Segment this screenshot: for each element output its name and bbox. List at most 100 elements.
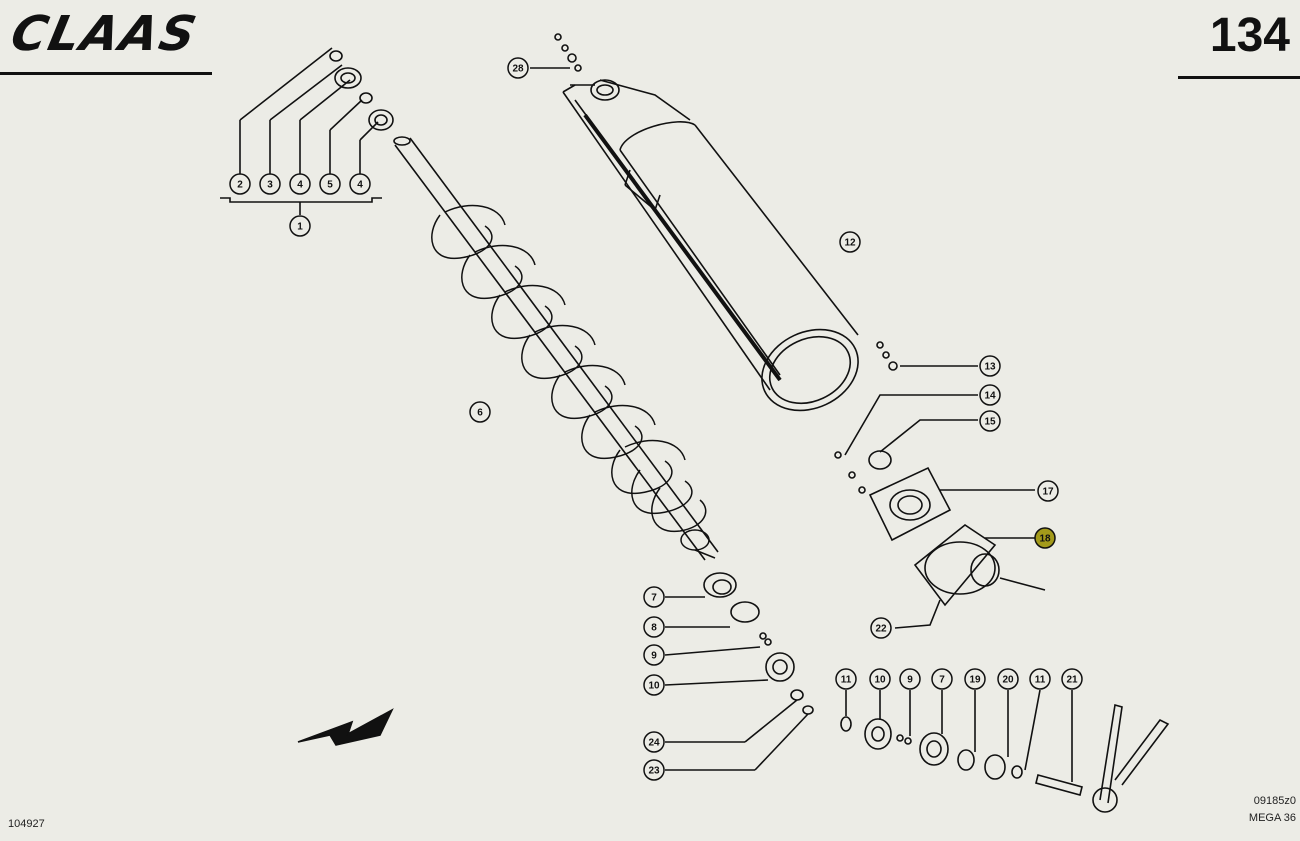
- callout-label: 21: [1066, 675, 1078, 686]
- callout-label: 11: [841, 675, 852, 686]
- callout-circle: [997, 668, 1019, 690]
- callout-circle: [1029, 668, 1051, 690]
- callout-circle: [964, 668, 986, 690]
- callout-label: 10: [648, 681, 660, 692]
- callout-circle: [643, 731, 665, 753]
- callout-9: 9: [899, 668, 921, 690]
- callout-label: 10: [874, 675, 886, 686]
- callout-circle: [229, 173, 251, 195]
- callout-circle: [931, 668, 953, 690]
- callout-label: 11: [1035, 675, 1046, 686]
- callout-11: 11: [1029, 668, 1051, 690]
- callout-circle: [979, 355, 1001, 377]
- sprocket-assembly: [840, 689, 1170, 813]
- logo-underline: [0, 72, 212, 75]
- callout-14: 14: [979, 384, 1001, 406]
- callout-2: 2: [229, 173, 251, 195]
- callout-1: 1: [289, 215, 311, 237]
- callout-label: 13: [984, 362, 996, 373]
- callout-label: 8: [651, 623, 657, 634]
- callout-label: 14: [984, 391, 996, 402]
- callout-circle: [979, 384, 1001, 406]
- callout-label: 18: [1039, 534, 1051, 545]
- page-number-underline: [1178, 76, 1300, 79]
- callout-circle: [289, 215, 311, 237]
- callout-17: 17: [1037, 480, 1059, 502]
- reference-code: 09185z0: [1253, 795, 1296, 807]
- callout-22: 22: [870, 617, 892, 639]
- auger-shaft: [393, 136, 719, 561]
- callout-label: 24: [648, 738, 660, 749]
- callout-circle: [839, 231, 861, 253]
- callout-4: 4: [289, 173, 311, 195]
- callout-label: 20: [1002, 675, 1014, 686]
- callout-circle: [835, 668, 857, 690]
- callout-4: 4: [349, 173, 371, 195]
- drive-end-parts: [664, 572, 814, 771]
- callout-circle: [1034, 527, 1056, 549]
- callout-label: 4: [297, 180, 303, 191]
- auger-tube: [562, 79, 859, 412]
- callout-23: 23: [643, 759, 665, 781]
- callout-circle: [869, 668, 891, 690]
- callout-3: 3: [259, 173, 281, 195]
- callout-label: 9: [907, 675, 913, 686]
- callout-19: 19: [964, 668, 986, 690]
- callout-circle: [643, 586, 665, 608]
- page-number: 134: [1209, 9, 1290, 62]
- callout-13: 13: [979, 355, 1001, 377]
- callout-label: 5: [327, 180, 333, 191]
- bearing-hardware: [834, 341, 1046, 629]
- callout-circle: [899, 668, 921, 690]
- callout-circle: [259, 173, 281, 195]
- callout-label: 1: [297, 222, 303, 233]
- callout-label: 7: [651, 593, 657, 604]
- callout-circle: [1061, 668, 1083, 690]
- callout-circle: [870, 617, 892, 639]
- callout-7: 7: [643, 586, 665, 608]
- callout-circle: [289, 173, 311, 195]
- callout-circle: [643, 644, 665, 666]
- callout-circle: [643, 759, 665, 781]
- callout-21: 21: [1061, 668, 1083, 690]
- callout-label: 7: [939, 675, 945, 686]
- figure-id: 104927: [8, 818, 45, 830]
- callout-7: 7: [931, 668, 953, 690]
- callout-8: 8: [643, 616, 665, 638]
- callout-label: 19: [969, 675, 981, 686]
- callout-label: 9: [651, 651, 657, 662]
- callout-label: 6: [477, 408, 483, 419]
- callout-28: 28: [507, 57, 529, 79]
- callout-circle: [319, 173, 341, 195]
- callout-5: 5: [319, 173, 341, 195]
- shaft-end-washers: [329, 50, 394, 131]
- callout-circle: [979, 410, 1001, 432]
- callout-24: 24: [643, 731, 665, 753]
- callout-20: 20: [997, 668, 1019, 690]
- callout-15: 15: [979, 410, 1001, 432]
- callout-12: 12: [839, 231, 861, 253]
- callout-11: 11: [835, 668, 857, 690]
- machine-model: MEGA 36: [1248, 812, 1296, 824]
- callout-18: 18: [1034, 527, 1056, 549]
- callout-10: 10: [643, 674, 665, 696]
- callout-label: 15: [984, 417, 996, 428]
- direction-arrow: [297, 708, 394, 746]
- callout-label: 28: [512, 64, 524, 75]
- callout-9: 9: [643, 644, 665, 666]
- callout-label: 22: [875, 624, 887, 635]
- callout-circle: [507, 57, 529, 79]
- callout-label: 4: [357, 180, 363, 191]
- top-bolts: [530, 33, 582, 72]
- callout-circle: [643, 674, 665, 696]
- group-1-bracket: [220, 47, 382, 215]
- callout-circle: [643, 616, 665, 638]
- callout-label: 12: [844, 238, 856, 249]
- callout-label: 2: [237, 180, 243, 191]
- callout-10: 10: [869, 668, 891, 690]
- callout-circle: [1037, 480, 1059, 502]
- callout-label: 3: [267, 180, 273, 191]
- callout-label: 17: [1042, 487, 1054, 498]
